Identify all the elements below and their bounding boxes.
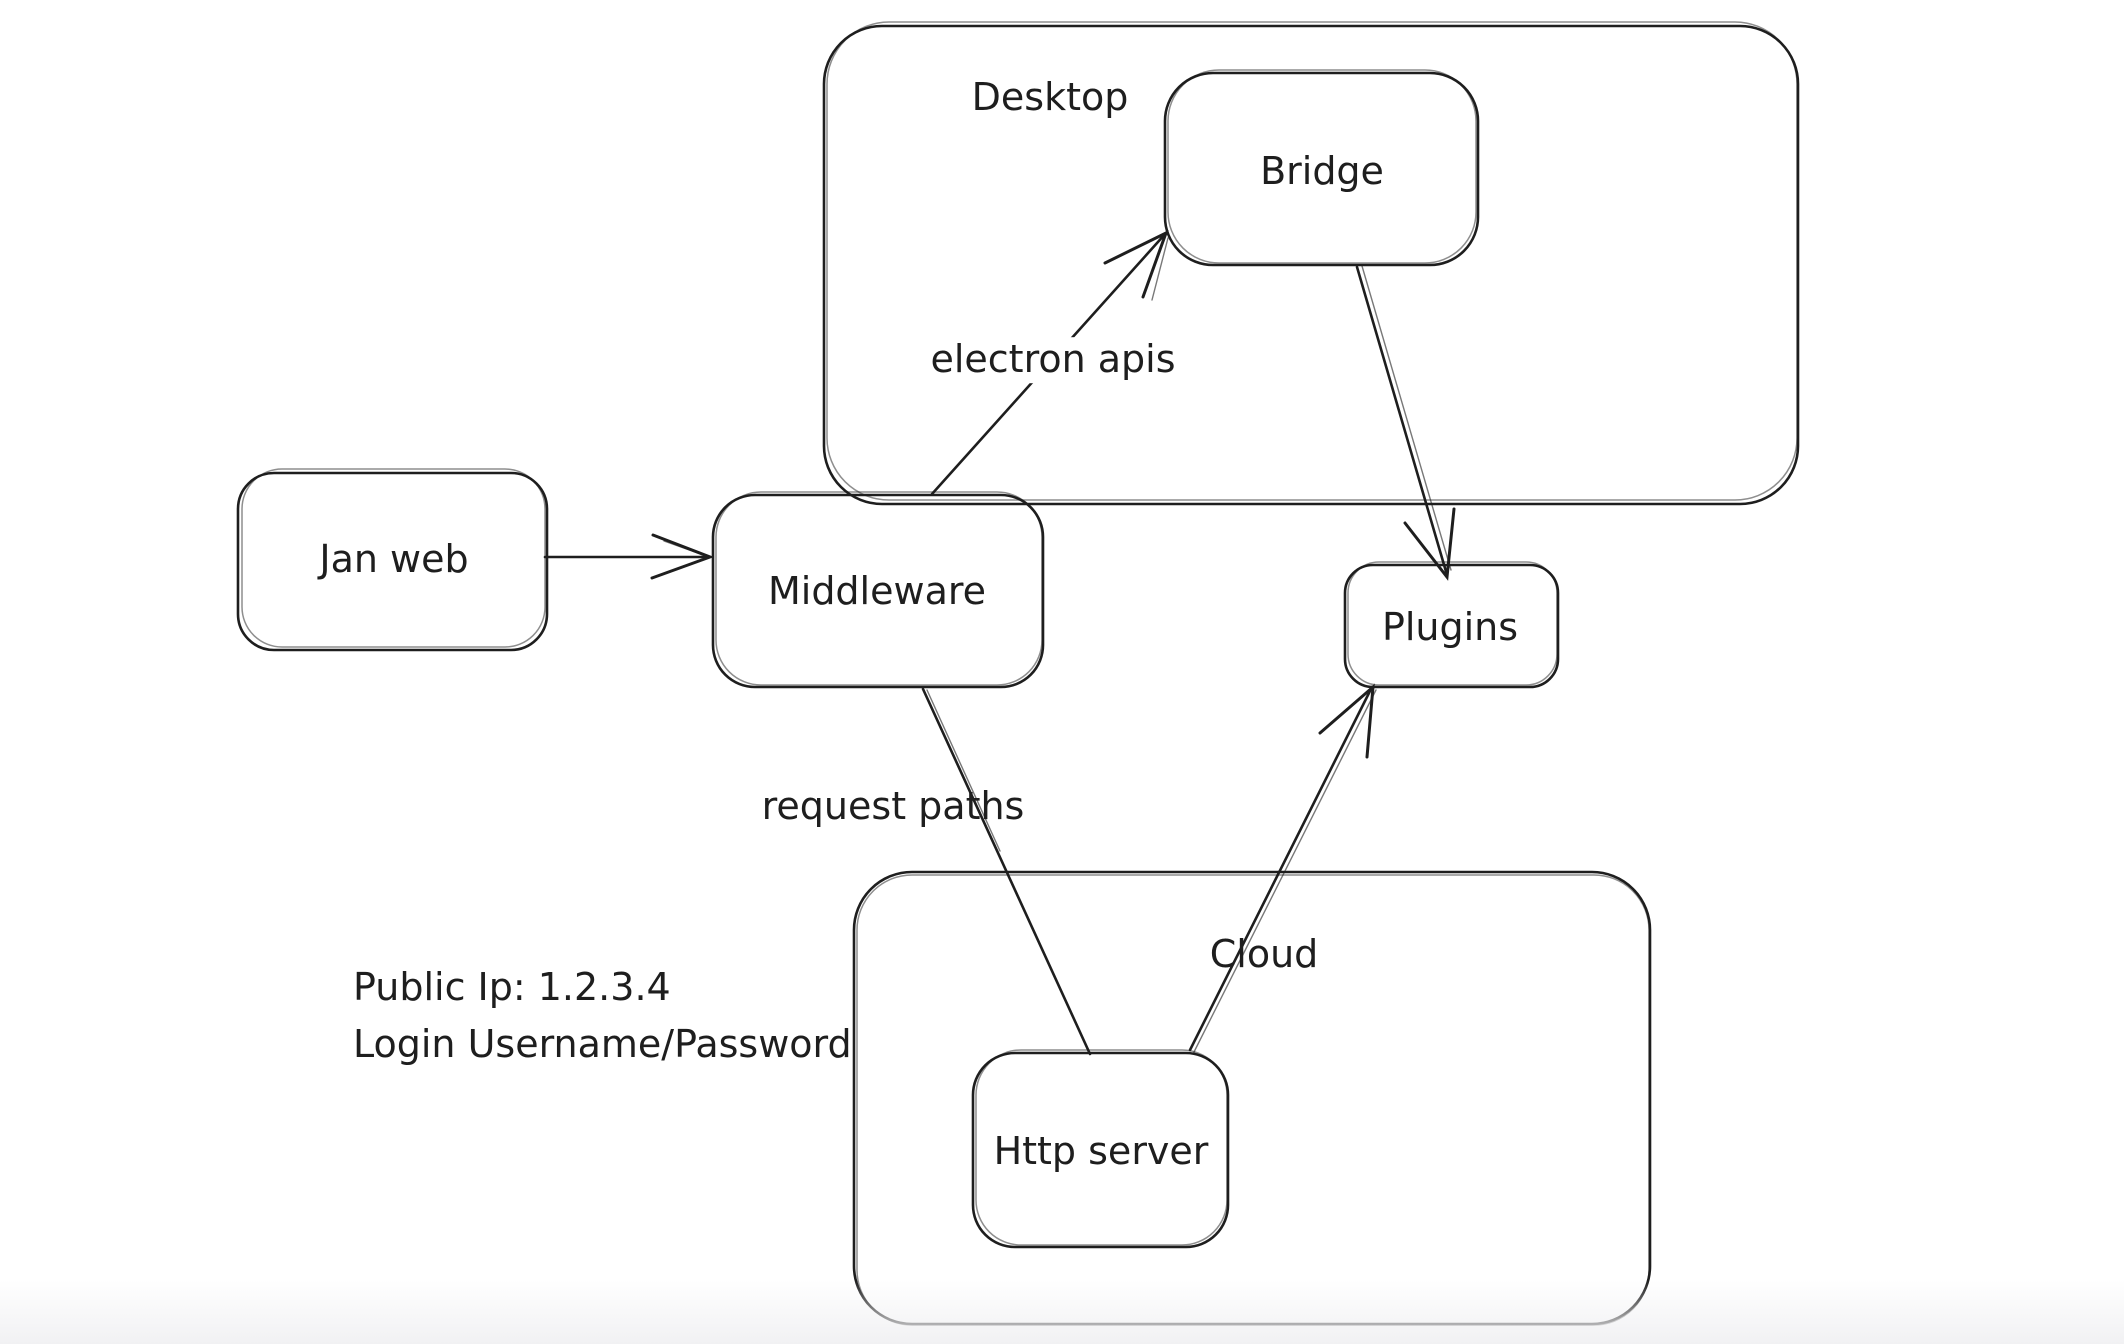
bridge-node-label: Bridge [1260,149,1384,194]
plugins-node-sketch-stroke [1347,561,1558,686]
request-paths-edge-label: request paths [761,784,1025,829]
http-server-node-sketch-stroke [975,1049,1228,1246]
bridge-node-shape[interactable] [1163,71,1480,267]
public-ip-text: Public Ip: 1.2.3.4 [353,965,671,1009]
http-server-node-shape[interactable] [971,1051,1230,1249]
cloud-credentials-note[interactable]: Public Ip: 1.2.3.4 Login Username/Passwo… [353,959,852,1073]
desktop-container-shape[interactable] [822,24,1800,506]
plugins-node-shape[interactable] [1343,563,1560,689]
login-text: Login Username/Password [353,1022,852,1066]
desktop-container-label: Desktop [971,75,1129,120]
jan-web-node-shape[interactable] [236,471,549,652]
middleware-node-shape[interactable] [711,493,1045,689]
middleware-node-label: Middleware [767,569,987,614]
edge-jan-web-to-middleware[interactable] [543,533,715,580]
plugins-node-label: Plugins [1381,605,1519,650]
desktop-container-sketch-stroke [826,21,1798,501]
cloud-container-label: Cloud [1209,932,1319,977]
jan-web-node-label: Jan web [319,537,469,582]
bridge-node-sketch-stroke [1167,69,1477,264]
http-server-node-label: Http server [993,1129,1209,1174]
edge-http-server-to-plugins[interactable] [1188,683,1377,1053]
electron-apis-edge-label: electron apis [918,337,1188,383]
edge-middleware-to-http-server[interactable] [921,687,1092,1056]
edge-bridge-to-plugins[interactable] [1355,265,1456,581]
middleware-node-sketch-stroke [715,491,1043,686]
